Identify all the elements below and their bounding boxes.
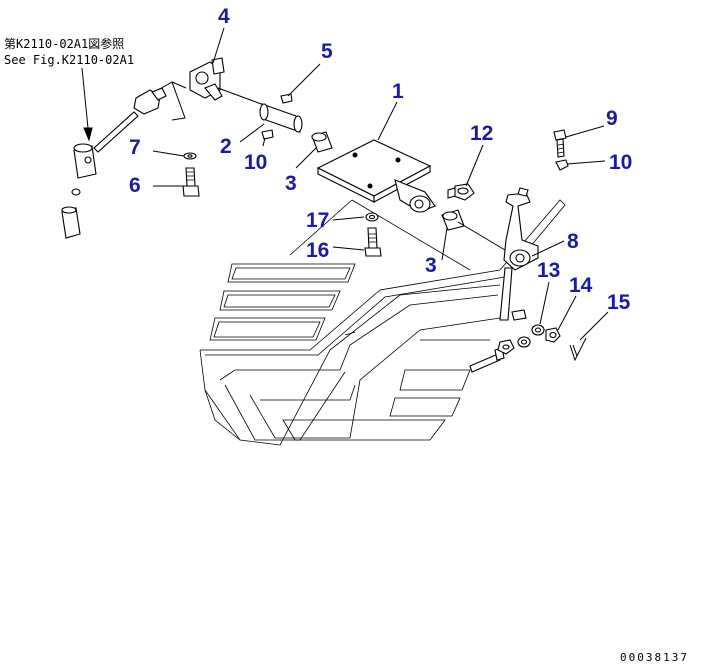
lever-bolt-lower: [511, 309, 527, 321]
callout-5: 5: [321, 40, 333, 63]
washer-part-13: [531, 324, 545, 336]
washer-part-17: [365, 212, 379, 222]
bolt-part-9: [553, 129, 567, 158]
bracket-plate-part-1: [316, 139, 436, 213]
washer-part-7: [183, 152, 197, 160]
callout-4: 4: [218, 5, 230, 28]
callout-7: 7: [129, 136, 141, 159]
lever-part-8: [499, 187, 539, 321]
hose-connector: [61, 81, 187, 239]
bushing-part-3-lower: [441, 209, 465, 231]
callout-1: 1: [392, 80, 404, 103]
callout-17: 17: [306, 209, 329, 232]
callout-16: 16: [306, 239, 329, 262]
shaft-part-2: [259, 103, 303, 133]
reference-text-jp: 第K2110-02A1図参照: [4, 36, 124, 51]
callout-14: 14: [569, 274, 593, 297]
callout-3-lower: 3: [425, 254, 437, 277]
reference-arrow: [81, 67, 93, 142]
washer-part-10: [555, 159, 569, 171]
nut-part-12: [447, 183, 475, 201]
callout-8: 8: [567, 230, 579, 253]
fender-outline: [199, 199, 566, 446]
nut-near-lever: [497, 336, 531, 355]
bolt-part-6: [182, 167, 200, 197]
leader-lines: [152, 27, 609, 341]
callout-11: 10: [244, 151, 267, 174]
callout-12: 12: [470, 122, 493, 145]
bushing-part-3-upper: [311, 131, 333, 153]
catalog-number: 00038137: [620, 651, 689, 664]
clamp-part-4: [189, 57, 225, 101]
pin-part-5: [280, 93, 293, 104]
callout-9: 9: [606, 107, 618, 130]
callout-3-upper: 3: [285, 172, 297, 195]
callout-labels: 4 5 1 2 10 3 7 6 12 9 10 17 16 3 8 13 14…: [129, 5, 632, 314]
callout-2: 2: [220, 135, 232, 158]
callout-15: 15: [607, 291, 631, 314]
callout-10: 10: [609, 151, 632, 174]
pin-part-11: [261, 129, 274, 140]
callout-13: 13: [537, 259, 560, 282]
cotter-pin-part-15: [569, 337, 587, 362]
reference-text-en: See Fig.K2110-02A1: [4, 53, 134, 67]
nut-part-14: [545, 327, 561, 343]
connecting-line: [457, 221, 506, 251]
bolt-part-16: [364, 227, 382, 257]
callout-6: 6: [129, 174, 141, 197]
lever-long-bolt: [469, 347, 505, 373]
